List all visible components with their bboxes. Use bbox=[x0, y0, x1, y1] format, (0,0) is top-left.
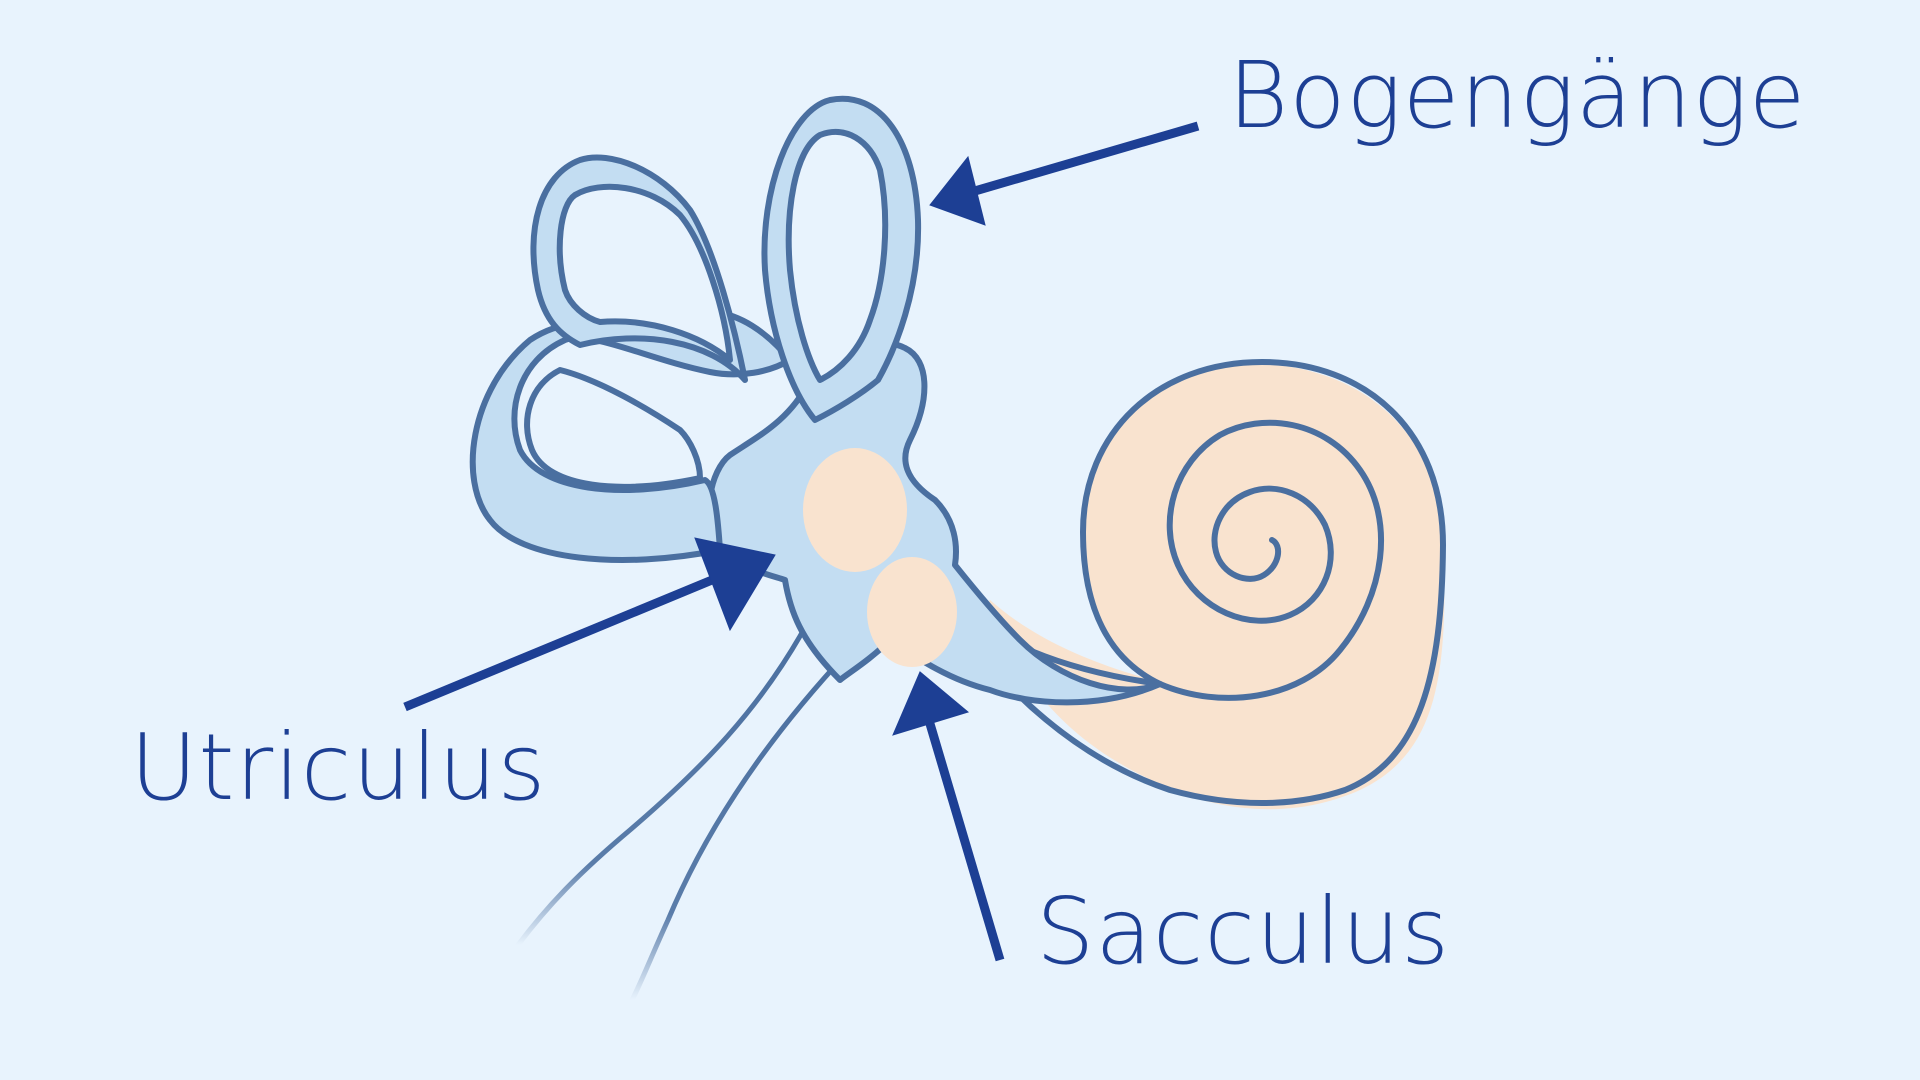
cochlea-outline bbox=[952, 358, 1447, 807]
arrow-sacculus bbox=[892, 671, 1005, 962]
nerve-fibers bbox=[515, 619, 851, 1003]
cochlea-group bbox=[947, 358, 1447, 810]
cochlea-spiral bbox=[1157, 419, 1385, 701]
lateral-canal-lumen bbox=[524, 367, 703, 490]
canal-lumens bbox=[524, 128, 889, 490]
label-utriculus: Utriculus bbox=[130, 714, 547, 821]
label-bogengaenge: Bogengänge bbox=[1228, 42, 1807, 149]
maculae bbox=[803, 448, 957, 667]
arrow-bogengaenge bbox=[929, 121, 1200, 226]
nerve-fiber-right bbox=[629, 649, 851, 1003]
nerve-fiber-left bbox=[515, 619, 811, 948]
label-sacculus: Sacculus bbox=[1036, 878, 1451, 985]
lateral-canal bbox=[469, 307, 793, 563]
posterior-canal-lumen bbox=[785, 128, 889, 383]
arrow-utriculus bbox=[403, 537, 776, 712]
saccule-macula bbox=[867, 557, 957, 667]
utricle-macula bbox=[803, 448, 907, 572]
label-arrows bbox=[403, 121, 1200, 962]
anterior-canal-lumen bbox=[556, 183, 733, 363]
